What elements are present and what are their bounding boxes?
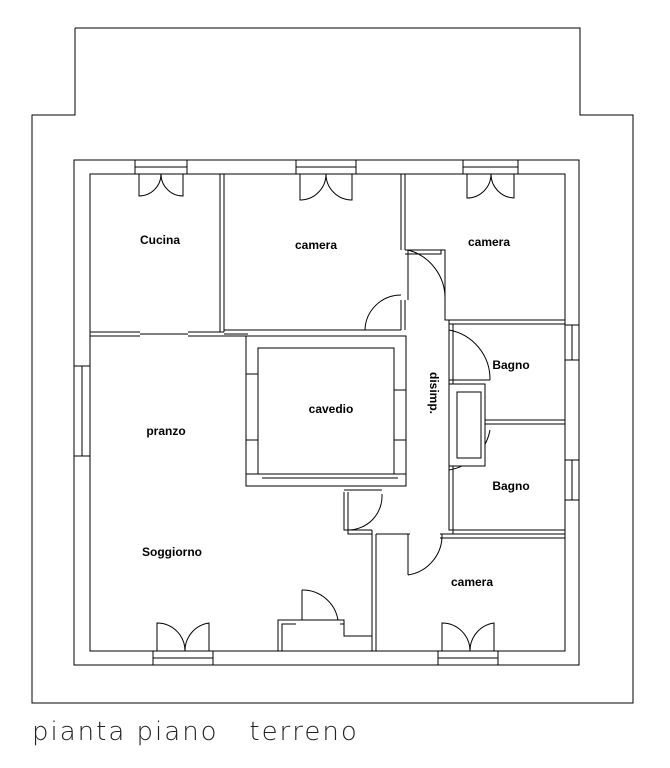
room-label-camera-2: camera bbox=[468, 235, 510, 249]
room-label-camera-3: camera bbox=[451, 575, 493, 589]
interior-walls bbox=[90, 174, 565, 651]
room-label-cucina: Cucina bbox=[140, 233, 180, 247]
room-label-pranzo: pranzo bbox=[146, 424, 185, 438]
casement-swings bbox=[138, 173, 515, 652]
room-label-bagno-1: Bagno bbox=[492, 358, 529, 372]
plan-caption: pianta piano terreno bbox=[32, 717, 359, 747]
doors bbox=[140, 249, 491, 621]
windows bbox=[73, 159, 580, 666]
lot-boundary bbox=[31, 27, 634, 704]
room-label-bagno-2: Bagno bbox=[492, 479, 529, 493]
room-label-soggiorno: Soggiorno bbox=[142, 545, 202, 559]
room-label-disimpegno: disimp. bbox=[427, 372, 441, 414]
room-label-camera-1: camera bbox=[295, 238, 337, 252]
room-label-cavedio: cavedio bbox=[309, 402, 354, 416]
